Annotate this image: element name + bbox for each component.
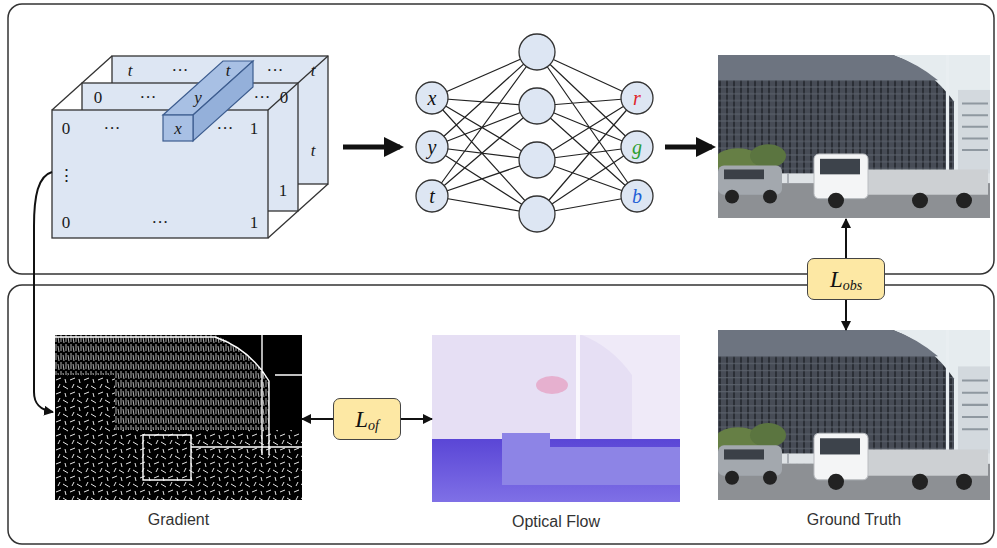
grid-value: ··· (254, 89, 271, 106)
cube-edge (298, 184, 328, 211)
neuron-node: t (415, 179, 449, 213)
grid-value: x (174, 120, 182, 137)
image-caption: Optical Flow (432, 512, 680, 531)
cube-edge (52, 83, 82, 110)
loss-arrow (401, 418, 432, 420)
loss-box: Lof (333, 398, 401, 440)
loss-subscript: of (368, 419, 379, 433)
variable-name: g (632, 137, 642, 157)
grid-value: ⋮ (58, 167, 75, 184)
neuron-outline (416, 180, 448, 212)
variable-name: x (428, 88, 437, 108)
flow-arrow (665, 145, 712, 150)
hidden-neuron (519, 88, 555, 124)
grid-value: t (128, 62, 133, 79)
neuron-outline (621, 82, 653, 114)
loss-box: Lobs (807, 258, 885, 300)
neuron-outline (416, 131, 448, 163)
image-panel: Gradient (55, 335, 302, 535)
front-layer (52, 110, 268, 238)
cube-edge (298, 56, 328, 83)
variable-name: t (429, 186, 435, 206)
flow-pole (576, 335, 580, 443)
image-caption: Gradient (55, 510, 302, 529)
gradient-image (55, 335, 302, 500)
grid-value: 0 (62, 120, 71, 137)
hidden-layer (519, 34, 555, 232)
grid-value: ··· (217, 120, 234, 137)
loss-arrow (302, 418, 333, 420)
weight-lines (432, 52, 637, 214)
neuron-node: y (415, 130, 449, 164)
variable-name: y (428, 137, 437, 157)
highlight-column (163, 61, 253, 141)
grid-value: y (194, 89, 202, 106)
flow-facade (432, 335, 632, 443)
neuron-outline (621, 131, 653, 163)
grid-value: ··· (267, 62, 284, 79)
image-caption: Ground Truth (718, 510, 990, 529)
hidden-neuron (519, 142, 555, 178)
grid-value: t (311, 142, 316, 159)
grid-value: t (311, 62, 316, 79)
bottom-panel (8, 285, 994, 544)
network-weights (432, 52, 637, 214)
grid-value: 0 (94, 89, 103, 106)
gradient-texture (55, 430, 302, 500)
coordinate-grid-cube (52, 56, 328, 238)
neuron-node: x (415, 81, 449, 115)
loss-arrow (845, 219, 847, 258)
neuron-outline (416, 82, 448, 114)
curved-arrow (34, 172, 53, 412)
loss-arrow (845, 300, 847, 330)
ground-truth-frame (714, 330, 990, 500)
neuron-node: b (620, 179, 654, 213)
grid-value: ··· (140, 89, 157, 106)
neuron-outline (621, 180, 653, 212)
hidden-neuron (519, 34, 555, 70)
optical-flow-image (432, 335, 680, 502)
rendered-frame (714, 55, 990, 218)
grid-value: 0 (62, 214, 71, 231)
grid-value: t (226, 62, 231, 79)
cube-edge (268, 211, 298, 238)
gradient-texture (55, 375, 115, 435)
flow-spot (536, 376, 568, 394)
variable-name: r (633, 88, 641, 108)
image-panel: Optical Flow (432, 335, 680, 535)
panel-frame (8, 4, 994, 544)
flow-truck (502, 433, 680, 485)
grid-value: 1 (279, 182, 288, 199)
loss-symbol: L (355, 408, 368, 431)
flow-ground (432, 335, 680, 502)
grid-value: 1 (250, 214, 259, 231)
cube-edge (82, 56, 112, 83)
loss-subscript: obs (843, 279, 862, 293)
hidden-neuron (519, 196, 555, 232)
loss-symbol: L (830, 268, 843, 291)
cube-edge (268, 83, 298, 110)
neuron-node: r (620, 81, 654, 115)
grid-value: ··· (172, 62, 189, 79)
column-side (193, 61, 253, 141)
neuron-node: g (620, 130, 654, 164)
grid-value: ··· (104, 120, 121, 137)
grid-value: 0 (280, 89, 289, 106)
top-panel (8, 4, 994, 274)
flow-arrow (343, 145, 400, 150)
grid-value: ··· (152, 214, 169, 231)
grid-value: 1 (250, 120, 259, 137)
image-panel: Ground Truth (718, 330, 990, 535)
gradient-edges (55, 335, 302, 480)
variable-name: b (632, 186, 642, 206)
gradient-ground (55, 335, 302, 500)
column-front (163, 115, 193, 141)
